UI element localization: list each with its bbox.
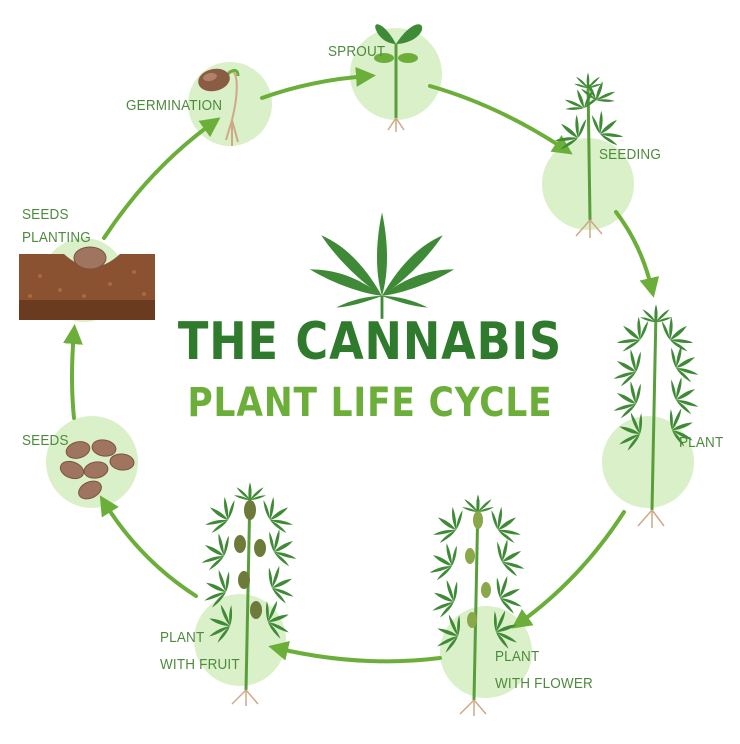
seeds-circle — [46, 416, 138, 508]
label-seeding: SEEDING — [599, 146, 662, 163]
arrow-fruit-to-seeds — [99, 495, 198, 598]
arrow-plant-to-flower — [511, 510, 626, 629]
label-plant-with-flower-2: WITH FLOWER — [495, 675, 593, 692]
arrow-planting-to-germination — [102, 117, 221, 240]
plant-icon — [606, 304, 706, 528]
soil-icon — [19, 246, 155, 320]
arrow-sprout-to-seeding — [428, 84, 573, 155]
cycle-arrows — [62, 66, 660, 664]
fruiting-plant-icon — [194, 482, 304, 706]
diagram-subtitle: PLANT LIFE CYCLE — [187, 380, 553, 426]
diagram-title: THE CANNABIS — [177, 312, 563, 372]
plant-circle — [602, 416, 694, 508]
seeds-icon — [59, 439, 135, 500]
cannabis-leaf-icon — [309, 212, 455, 319]
arrow-flower-to-fruit — [268, 641, 442, 664]
sprout-icon — [374, 24, 423, 132]
label-seeds-planting-2: PLANTING — [22, 229, 91, 246]
label-plant-with-flower-1: PLANT — [495, 648, 540, 665]
arrow-seeds-to-planting — [62, 324, 83, 420]
flowering-plant-icon — [422, 494, 532, 716]
germinating-seed-icon — [198, 68, 240, 146]
label-sprout: SPROUT — [328, 43, 386, 60]
seedling-icon — [548, 72, 630, 238]
label-plant-with-fruit-1: PLANT — [160, 629, 205, 646]
arrow-seeding-to-plant — [614, 210, 660, 298]
label-germination: GERMINATION — [126, 97, 223, 114]
label-plant: PLANT — [679, 434, 724, 451]
label-plant-with-fruit-2: WITH FRUIT — [160, 656, 240, 673]
label-seeds: SEEDS — [22, 432, 69, 449]
label-seeds-planting-1: SEEDS — [22, 206, 69, 223]
arrow-germination-to-sprout — [260, 66, 376, 100]
fruit-circle — [194, 594, 286, 686]
